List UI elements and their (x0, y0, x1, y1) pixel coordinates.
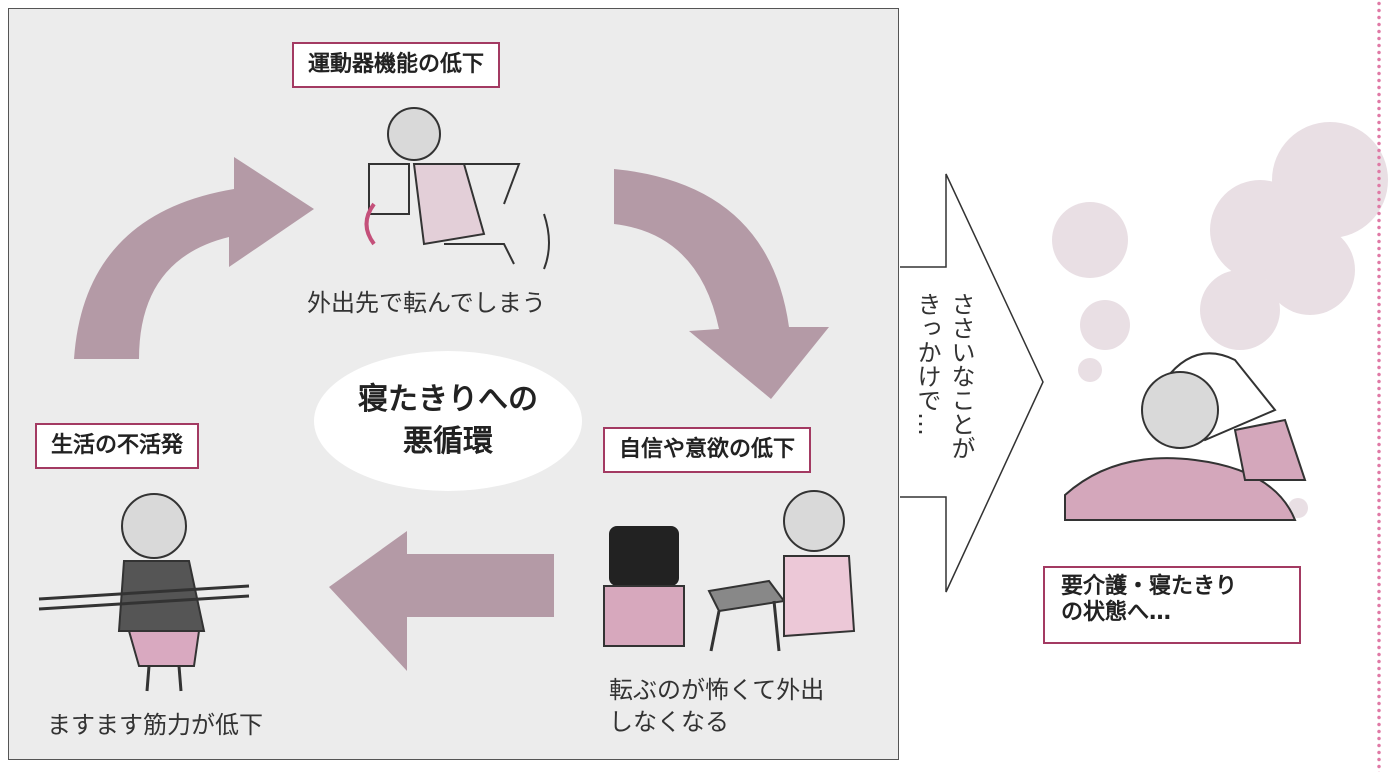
left-arrow-bottom-icon (329, 531, 554, 671)
tv-watching-elder-icon (603, 490, 856, 652)
caption-text: ますます筋力が低下 (47, 711, 263, 739)
label-text: 生活の不活発 (51, 433, 184, 458)
falling-elder-icon (364, 107, 550, 270)
caption-ends-up-low-strength: ますます筋力が低下 (47, 709, 263, 741)
label-confidence-decline: 自信や意欲の低下 (603, 427, 812, 474)
caption-line1: 転ぶのが怖くて外出 (609, 676, 825, 704)
label-care-needed-state: 要介護・寝たきり の状態へ… (1043, 566, 1301, 644)
cycle-panel: 運動器機能の低下 外出先で転んでしまう 寝たきりへの 悪循環 生活の不活発 自信… (8, 8, 899, 760)
label-inactive-life: 生活の不活発 (35, 423, 200, 470)
label-line1: 要介護・寝たきり (1061, 574, 1238, 599)
bedridden-elder-icon (1064, 352, 1307, 521)
caption-text: 外出先で転んでしまう (307, 289, 546, 317)
elder-with-railing-icon (38, 493, 250, 692)
right-big-arrow-icon (900, 173, 1044, 593)
curved-arrow-top-right-icon (614, 169, 829, 399)
center-title-line1: 寝たきりへの (358, 382, 538, 417)
transition-text: ささいなことが きっかけで… (913, 292, 975, 460)
label-line2: の状態へ… (1061, 600, 1172, 626)
dotted-border (1377, 0, 1381, 772)
thought-cloud-icon (1052, 122, 1388, 518)
caption-stops-going-out: 転ぶのが怖くて外出 しなくなる (609, 674, 824, 739)
center-oval: 寝たきりへの 悪循環 (314, 351, 582, 491)
caption-line2: しなくなる (609, 708, 729, 737)
label-motor-function-decline: 運動器機能の低下 (292, 42, 501, 89)
curved-arrow-top-left-icon (74, 157, 314, 359)
label-text: 運動器機能の低下 (308, 52, 485, 77)
caption-falls-outside: 外出先で転んでしまう (307, 287, 546, 319)
center-title-line2: 悪循環 (403, 424, 493, 459)
label-text: 自信や意欲の低下 (619, 437, 796, 462)
